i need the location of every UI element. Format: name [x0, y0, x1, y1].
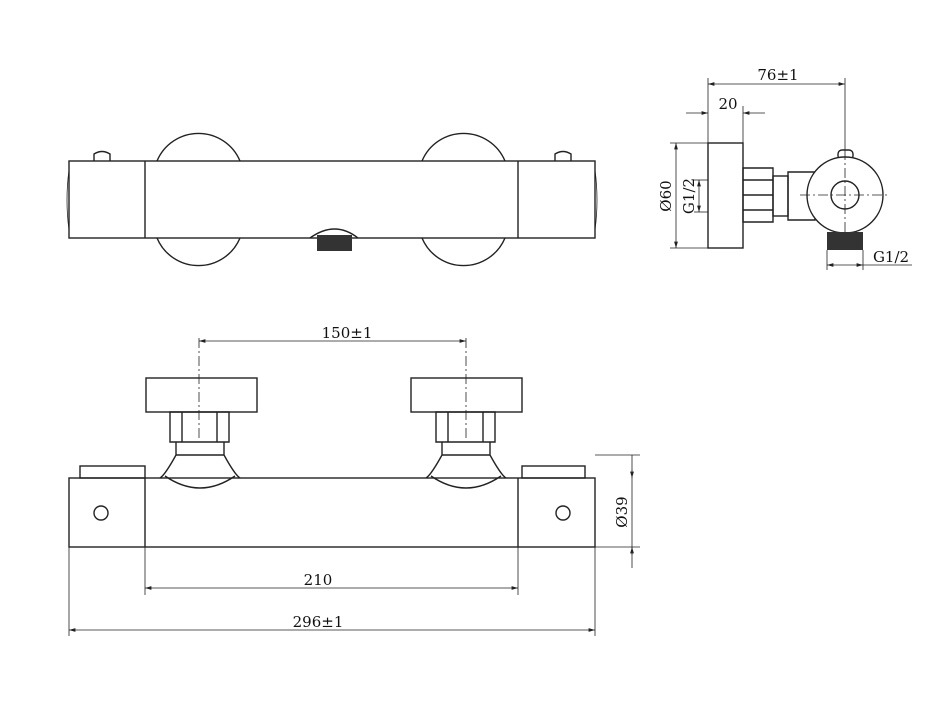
dim-diameter-60: Ø60 [657, 180, 675, 211]
outlet-thread [317, 235, 352, 251]
dim-outlet-thread: G1/2 [873, 248, 909, 266]
left-knob-bottom-arc [156, 237, 241, 267]
dim-210: 210 [304, 571, 333, 589]
front-body [68, 477, 596, 548]
right-hole [555, 505, 571, 521]
side-view: 76±1 20 Ø60 G1/2 G1/2 [657, 66, 912, 270]
left-cap [79, 465, 146, 479]
right-cap [521, 465, 586, 479]
dim-inlet-thread: G1/2 [680, 178, 698, 214]
right-knob-top-arc [421, 132, 506, 162]
left-knob-top-arc [156, 132, 241, 162]
right-nut [435, 411, 496, 443]
body-rect [68, 160, 596, 239]
right-inlet-flange [410, 377, 523, 413]
wall-plate [707, 142, 744, 249]
right-button [554, 150, 572, 161]
hex-nut [742, 167, 774, 223]
front-view: 150±1 Ø39 210 296±1 [68, 324, 640, 636]
dim-150: 150±1 [322, 324, 373, 342]
side-outlet-thread [827, 232, 863, 250]
right-knob-bottom-arc [421, 237, 506, 267]
left-inlet-flange [145, 377, 258, 413]
dim-20: 20 [718, 95, 737, 113]
left-hole [93, 505, 109, 521]
top-view [66, 132, 598, 267]
dim-76: 76±1 [757, 66, 798, 84]
left-button [93, 150, 111, 161]
outlet [309, 228, 359, 239]
dim-296: 296±1 [293, 613, 344, 631]
left-nut [169, 411, 230, 443]
dim-diameter-39: Ø39 [613, 496, 631, 527]
